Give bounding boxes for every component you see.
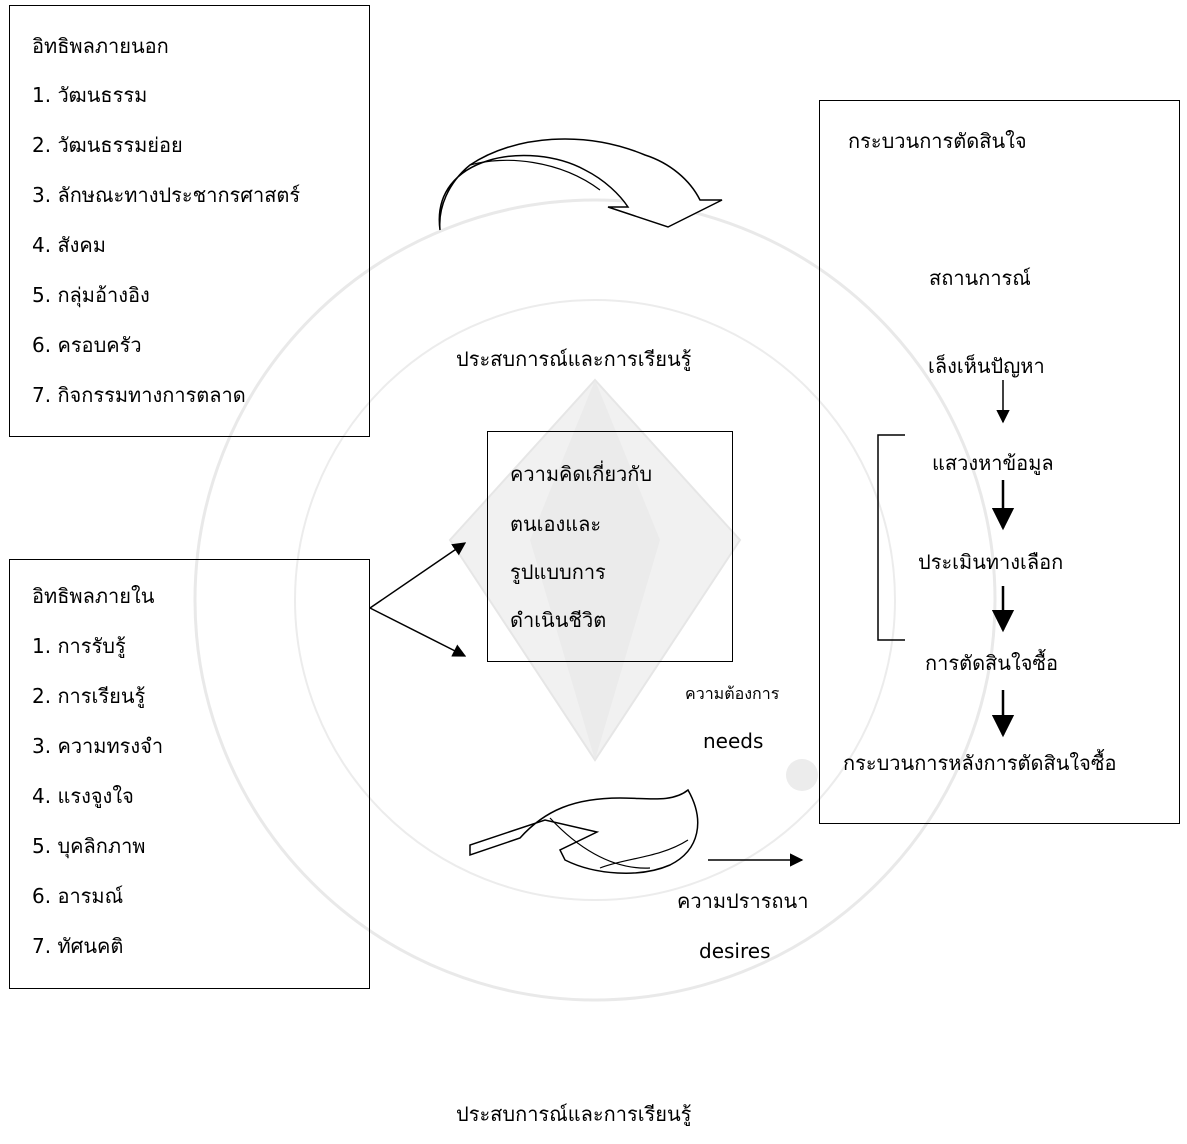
decision-step: กระบวนการหลังการตัดสินใจซื้อ xyxy=(843,751,1117,775)
external-item: 2. วัฒนธรรมย่อย xyxy=(32,133,183,157)
desires-thai-label: ความปรารถนา xyxy=(677,889,809,913)
decision-title: กระบวนการตัดสินใจ xyxy=(848,129,1027,153)
external-item: 4. สังคม xyxy=(32,233,106,257)
external-item: 1. วัฒนธรรม xyxy=(32,83,148,107)
experience-label-top: ประสบการณ์และการเรียนรู้ xyxy=(456,347,692,371)
self-concept-line: ตนเองและ xyxy=(510,512,602,536)
needs-thai-label: ความต้องการ xyxy=(685,684,780,703)
decision-step: ประเมินทางเลือก xyxy=(918,550,1064,574)
self-concept-line: รูปแบบการ xyxy=(510,560,606,584)
arrow-to-self-concept-upper xyxy=(369,542,467,609)
decision-step: เล็งเห็นปัญหา xyxy=(928,354,1045,378)
external-item: 6. ครอบครัว xyxy=(32,333,142,357)
external-item: 7. กิจกรรมทางการตลาด xyxy=(32,383,246,407)
desires-english-label: desires xyxy=(699,939,771,963)
internal-item: 7. ทัศนคติ xyxy=(32,934,124,958)
internal-item: 5. บุคลิกภาพ xyxy=(32,834,146,858)
decision-step: การตัดสินใจซื้อ xyxy=(925,651,1059,675)
bracket-icon xyxy=(877,434,905,641)
situation-label: สถานการณ์ xyxy=(929,266,1031,290)
internal-item: 6. อารมณ์ xyxy=(32,884,124,908)
internal-item: 4. แรงจูงใจ xyxy=(32,784,134,808)
external-item: 3. ลักษณะทางประชากรศาสตร์ xyxy=(32,183,301,207)
internal-item: 1. การรับรู้ xyxy=(32,634,126,658)
curved-arrow-bottom-icon xyxy=(469,788,699,874)
decision-process-box: กระบวนการตัดสินใจ xyxy=(819,100,1180,824)
internal-influences-box: อิทธิพลภายใน 1. การรับรู้ 2. การเรียนรู้… xyxy=(9,559,370,989)
internal-item: 3. ความทรงจำ xyxy=(32,734,164,758)
external-influences-box: อิทธิพลภายนอก 1. วัฒนธรรม 2. วัฒนธรรมย่อ… xyxy=(9,5,370,437)
self-concept-line: ความคิดเกี่ยวกับ xyxy=(510,462,653,486)
experience-label-bottom: ประสบการณ์และการเรียนรู้ xyxy=(456,1102,692,1126)
external-item: 5. กลุ่มอ้างอิง xyxy=(32,283,150,307)
external-title: อิทธิพลภายนอก xyxy=(32,34,169,58)
internal-title: อิทธิพลภายใน xyxy=(32,584,155,608)
decision-step: แสวงหาข้อมูล xyxy=(932,451,1054,475)
arrow-to-self-concept-lower xyxy=(369,607,467,657)
curved-arrow-top-icon xyxy=(438,138,723,231)
internal-item: 2. การเรียนรู้ xyxy=(32,684,146,708)
self-concept-box: ความคิดเกี่ยวกับ ตนเองและ รูปแบบการ ดำเน… xyxy=(487,431,733,662)
self-concept-line: ดำเนินชีวิต xyxy=(510,608,607,632)
needs-english-label: needs xyxy=(703,729,764,753)
